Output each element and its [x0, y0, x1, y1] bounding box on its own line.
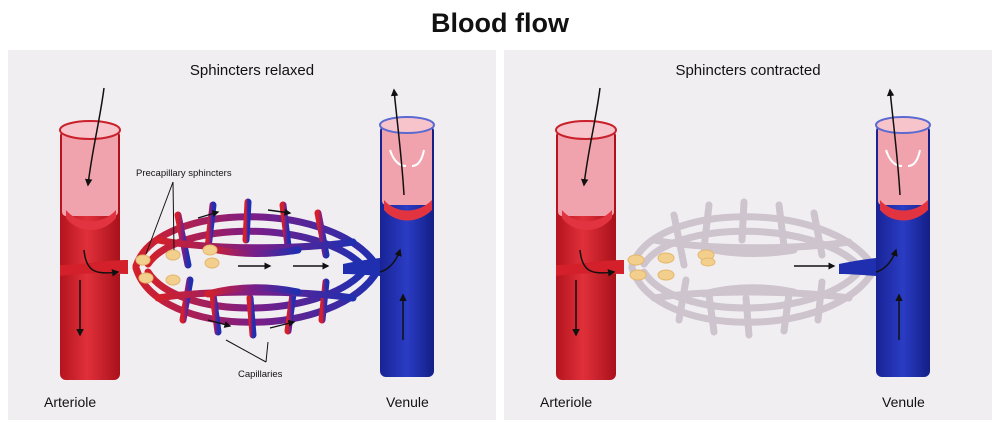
precapillary-sphincters-label: Precapillary sphincters	[136, 168, 232, 179]
panel-heading: Sphincters contracted	[675, 62, 821, 79]
capillaries-label: Capillaries	[238, 369, 283, 380]
arteriole	[555, 120, 624, 380]
page-title: Blood flow	[431, 8, 569, 38]
precapillary-sphincters	[627, 249, 716, 281]
venule	[343, 116, 435, 377]
arteriole-label: Arteriole	[44, 394, 97, 410]
panel-sphincters-contracted: Sphincters contracted Arteriole Venule	[504, 50, 992, 420]
venule-label: Venule	[882, 394, 925, 410]
venule-flow-arrows	[379, 88, 407, 340]
venule-label: Venule	[386, 394, 429, 410]
arteriole-flow-arrows	[76, 87, 120, 337]
venule	[839, 116, 931, 377]
callout-lines	[145, 181, 269, 363]
panel-heading: Sphincters relaxed	[189, 62, 315, 79]
arteriole-label: Arteriole	[540, 394, 593, 410]
diagram-contracted	[555, 87, 931, 380]
diagram-relaxed	[59, 87, 435, 380]
arteriole-flow-arrows	[572, 87, 616, 337]
venule-flow-arrows	[875, 88, 903, 340]
capillary-flow-arrows	[197, 208, 330, 329]
capillary-network-empty	[628, 198, 878, 339]
panel-sphincters-relaxed: Sphincters relaxed Precapillary sphincte…	[8, 50, 496, 420]
arteriole	[59, 120, 128, 380]
precapillary-sphincters	[135, 244, 220, 286]
